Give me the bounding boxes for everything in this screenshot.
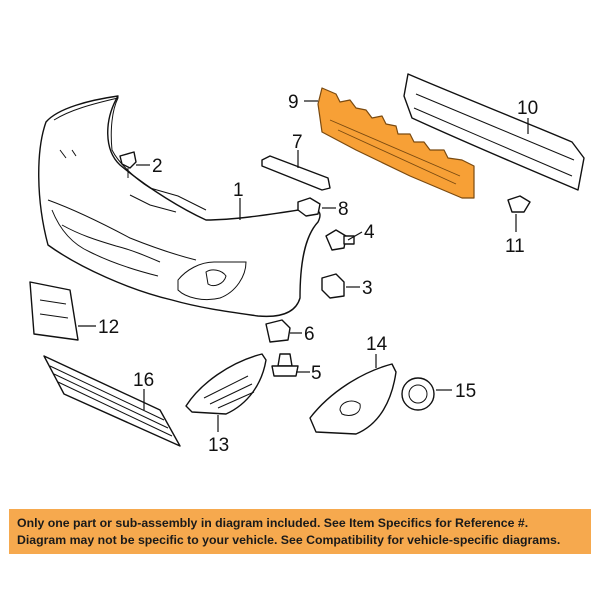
part-13-fog-cover-left — [185, 353, 267, 415]
callout-15: 15 — [455, 381, 476, 402]
part-2-clip — [119, 151, 137, 178]
part-11-bolt — [507, 195, 531, 213]
part-10-reinforcement-bar — [403, 73, 585, 191]
part-3-nut — [321, 273, 345, 299]
callout-16: 16 — [133, 370, 154, 391]
callout-6: 6 — [304, 324, 315, 345]
callout-10: 10 — [517, 98, 538, 119]
part-16-lower-grille — [43, 355, 181, 447]
callout-11: 11 — [505, 236, 525, 257]
callout-3: 3 — [362, 278, 373, 299]
callout-2: 2 — [152, 156, 163, 177]
callout-13: 13 — [208, 435, 229, 456]
disclaimer-line-2: Diagram may not be specific to your vehi… — [17, 533, 561, 547]
callout-4: 4 — [364, 222, 375, 243]
part-6-clip — [265, 319, 291, 343]
callout-9: 9 — [288, 92, 299, 113]
part-14-fog-cover-right — [309, 363, 397, 435]
disclaimer-line-1: Only one part or sub-assembly in diagram… — [17, 516, 529, 530]
part-15-fog-lamp — [401, 377, 435, 411]
callout-12: 12 — [98, 317, 119, 338]
callout-7: 7 — [292, 132, 303, 153]
leader-lines — [78, 100, 529, 432]
callout-1: 1 — [233, 180, 244, 201]
disclaimer-banner: Only one part or sub-assembly in diagram… — [9, 509, 591, 554]
part-5-push-pin — [271, 353, 299, 377]
part-8-bolt — [297, 197, 321, 217]
part-9-energy-absorber — [317, 87, 475, 199]
part-1-bumper-cover — [38, 95, 321, 318]
callout-8: 8 — [338, 199, 349, 220]
callout-5: 5 — [311, 363, 322, 384]
part-4-screw — [325, 229, 355, 251]
callout-14: 14 — [366, 334, 388, 355]
part-7-bracket — [261, 155, 331, 191]
part-12-license-bracket — [29, 281, 79, 341]
